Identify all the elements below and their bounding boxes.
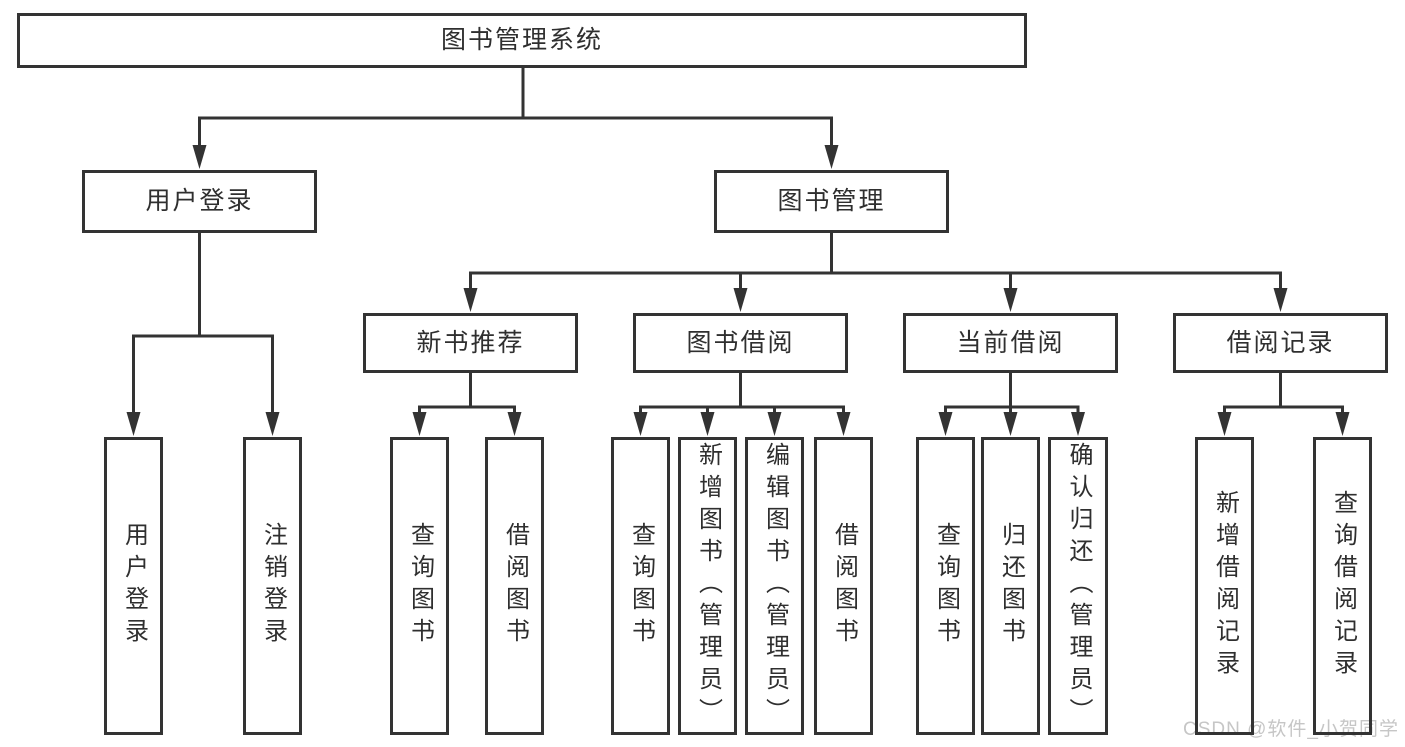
leaf-borrow-books: 借阅图书 (814, 437, 873, 735)
node-book-borrow: 图书借阅 (633, 313, 848, 373)
leaf-borrow-books-recommend: 借阅图书 (485, 437, 544, 735)
node-borrow-records: 借阅记录 (1173, 313, 1388, 373)
leaf-edit-books-admin: 编辑图书（管理员） (745, 437, 804, 735)
leaf-query-books-current: 查询图书 (916, 437, 975, 735)
node-library-management-system: 图书管理系统 (17, 13, 1027, 68)
leaf-return-books: 归还图书 (981, 437, 1040, 735)
leaf-query-borrow-record: 查询借阅记录 (1313, 437, 1372, 735)
connector-lines (132, 66, 1344, 415)
leaf-query-books-borrow: 查询图书 (611, 437, 670, 735)
connector-arrowheads (126, 145, 1350, 436)
node-user-login: 用户登录 (82, 170, 317, 233)
node-new-book-recommend: 新书推荐 (363, 313, 578, 373)
node-current-borrow: 当前借阅 (903, 313, 1118, 373)
leaf-user-login: 用户登录 (104, 437, 163, 735)
leaf-confirm-return-admin: 确认归还（管理员） (1048, 437, 1108, 735)
leaf-add-books-admin: 新增图书（管理员） (678, 437, 737, 735)
leaf-logout: 注销登录 (243, 437, 302, 735)
leaf-query-books-recommend: 查询图书 (390, 437, 449, 735)
leaf-add-borrow-record: 新增借阅记录 (1195, 437, 1254, 735)
csdn-watermark: CSDN @软件_小贺同学 (1183, 719, 1399, 740)
node-book-management: 图书管理 (714, 170, 949, 233)
